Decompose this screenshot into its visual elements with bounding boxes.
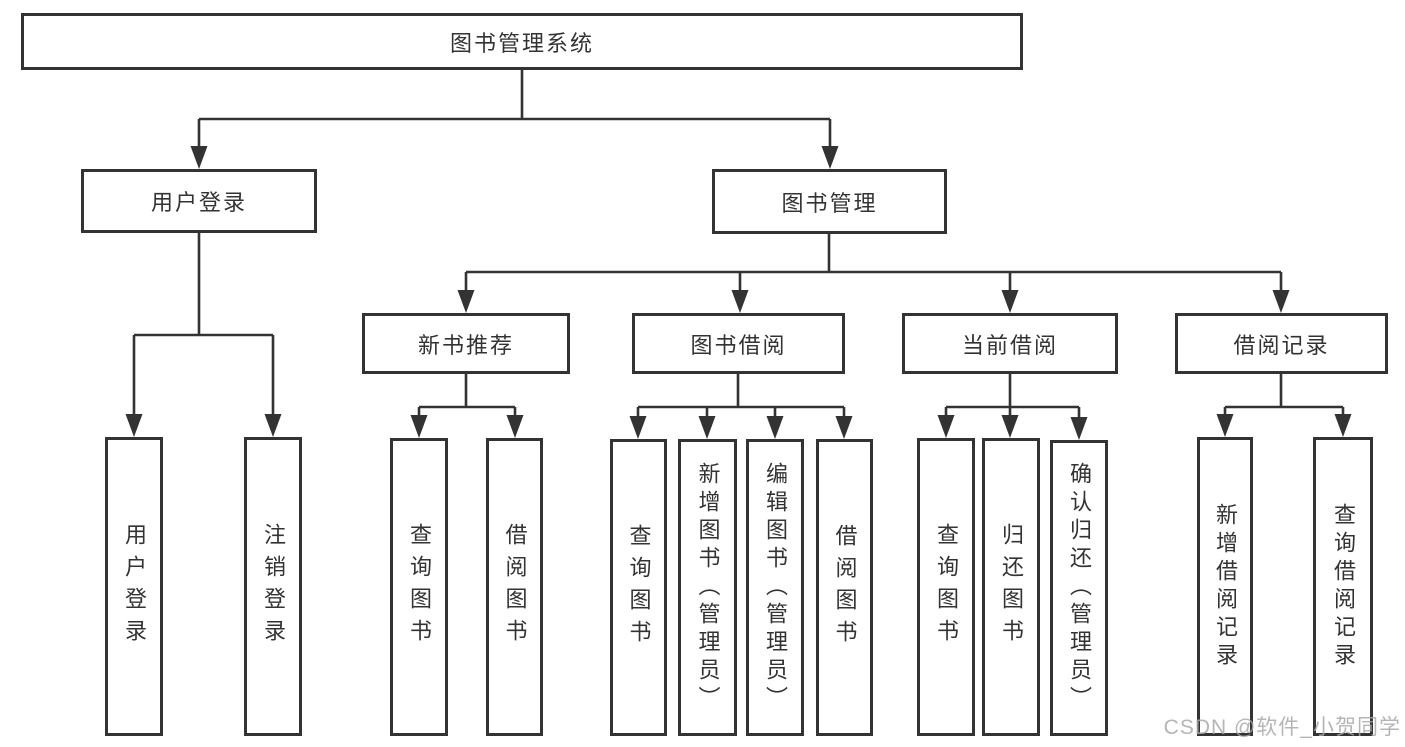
leaf-logout: 注销登录 [244, 437, 302, 736]
leaf-bb-edit-books-admin-label: 编辑图书（管理员） [763, 461, 788, 714]
leaf-bb-add-books-admin-label: 新增图书（管理员） [695, 461, 721, 714]
arrowhead [731, 290, 749, 313]
arrowhead [629, 416, 647, 439]
leaf-bb-add-books-admin: 新增图书（管理员） [678, 439, 737, 736]
arrowhead [1272, 290, 1290, 313]
leaf-bb-edit-books-admin: 编辑图书（管理员） [746, 439, 804, 736]
arrowhead [1334, 414, 1352, 437]
node-book-management-label: 图书管理 [781, 190, 878, 216]
leaf-bb-query-books: 查询图书 [610, 439, 667, 736]
node-current-borrow-label: 当前借阅 [961, 332, 1058, 358]
leaf-nb-query-books: 查询图书 [390, 438, 448, 736]
arrowhead [1001, 415, 1019, 438]
node-new-book-recommend: 新书推荐 [362, 313, 570, 374]
leaf-nb-borrow-books-label: 借阅图书 [502, 523, 528, 651]
leaf-cb-confirm-return-admin: 确认归还（管理员） [1050, 440, 1108, 736]
arrowhead [835, 416, 853, 439]
leaf-logout-label: 注销登录 [261, 522, 286, 651]
leaf-nb-query-books-label: 查询图书 [407, 523, 432, 651]
leaf-bb-borrow-books: 借阅图书 [816, 439, 873, 736]
arrowhead [1216, 414, 1234, 437]
arrowhead [125, 414, 143, 437]
arrowhead [766, 416, 784, 439]
leaf-br-add-borrow-record: 新增借阅记录 [1197, 437, 1253, 736]
node-book-management: 图书管理 [712, 169, 947, 234]
node-user-login-label: 用户登录 [150, 190, 247, 215]
leaf-user-login: 用户登录 [105, 437, 163, 736]
arrowhead [410, 415, 428, 438]
arrowhead [506, 415, 524, 438]
arrowhead [190, 146, 208, 169]
watermark-text: CSDN @软件_小贺同学 [1163, 716, 1401, 739]
leaf-cb-query-books: 查询图书 [917, 438, 975, 736]
node-book-borrow-label: 图书借阅 [690, 332, 787, 358]
arrowhead [264, 414, 282, 437]
arrowhead [698, 416, 716, 439]
leaf-cb-return-books-label: 归还图书 [999, 523, 1024, 651]
node-root: 图书管理系统 [21, 13, 1023, 70]
node-current-borrow: 当前借阅 [902, 313, 1118, 374]
leaf-br-query-borrow-record-label: 查询借阅记录 [1331, 502, 1356, 671]
node-book-borrow: 图书借阅 [632, 313, 845, 374]
leaf-cb-confirm-return-admin-label: 确认归还（管理员） [1067, 462, 1092, 714]
node-user-login: 用户登录 [81, 169, 317, 233]
arrowhead [1070, 417, 1088, 440]
leaf-nb-borrow-books: 借阅图书 [486, 438, 543, 736]
node-root-label: 图书管理系统 [449, 30, 594, 56]
node-borrow-records: 借阅记录 [1175, 313, 1388, 374]
leaf-br-add-borrow-record-label: 新增借阅记录 [1213, 502, 1238, 671]
leaf-bb-query-books-label: 查询图书 [626, 523, 652, 652]
arrowhead [821, 146, 839, 169]
leaf-bb-borrow-books-label: 借阅图书 [832, 523, 858, 652]
node-borrow-records-label: 借阅记录 [1233, 332, 1330, 358]
leaf-cb-query-books-label: 查询图书 [934, 523, 959, 651]
node-new-book-recommend-label: 新书推荐 [417, 332, 514, 358]
leaf-cb-return-books: 归还图书 [982, 438, 1040, 736]
arrowhead [1001, 290, 1019, 313]
arrowhead [457, 290, 475, 313]
leaf-br-query-borrow-record: 查询借阅记录 [1313, 437, 1373, 736]
leaf-user-login-label: 用户登录 [122, 522, 147, 651]
arrowhead [937, 415, 955, 438]
